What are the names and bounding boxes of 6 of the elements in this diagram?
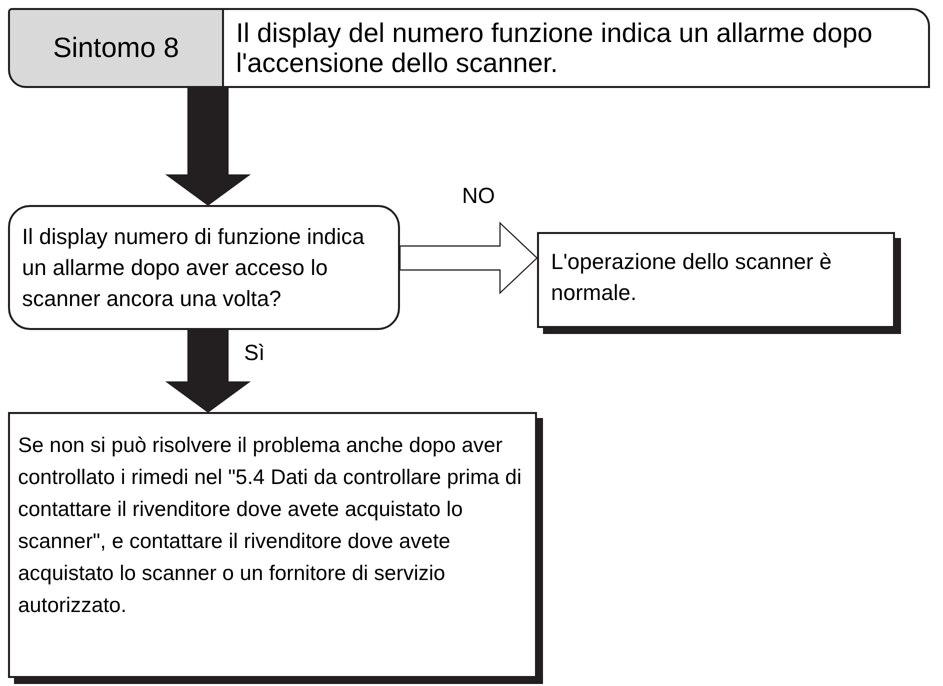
decision-box: Il display numero di funzione indica un allarme dopo aver acceso lo scanner ancora una volta? (8, 205, 400, 330)
arrow (165, 87, 251, 206)
symptom-tab: Sintomo 8 (8, 8, 224, 88)
arrow (399, 222, 538, 294)
arrow (165, 329, 251, 413)
symptom-description: Il display del numero funzione indica un allarme dopo l'accensione dello scanner. (224, 8, 930, 88)
